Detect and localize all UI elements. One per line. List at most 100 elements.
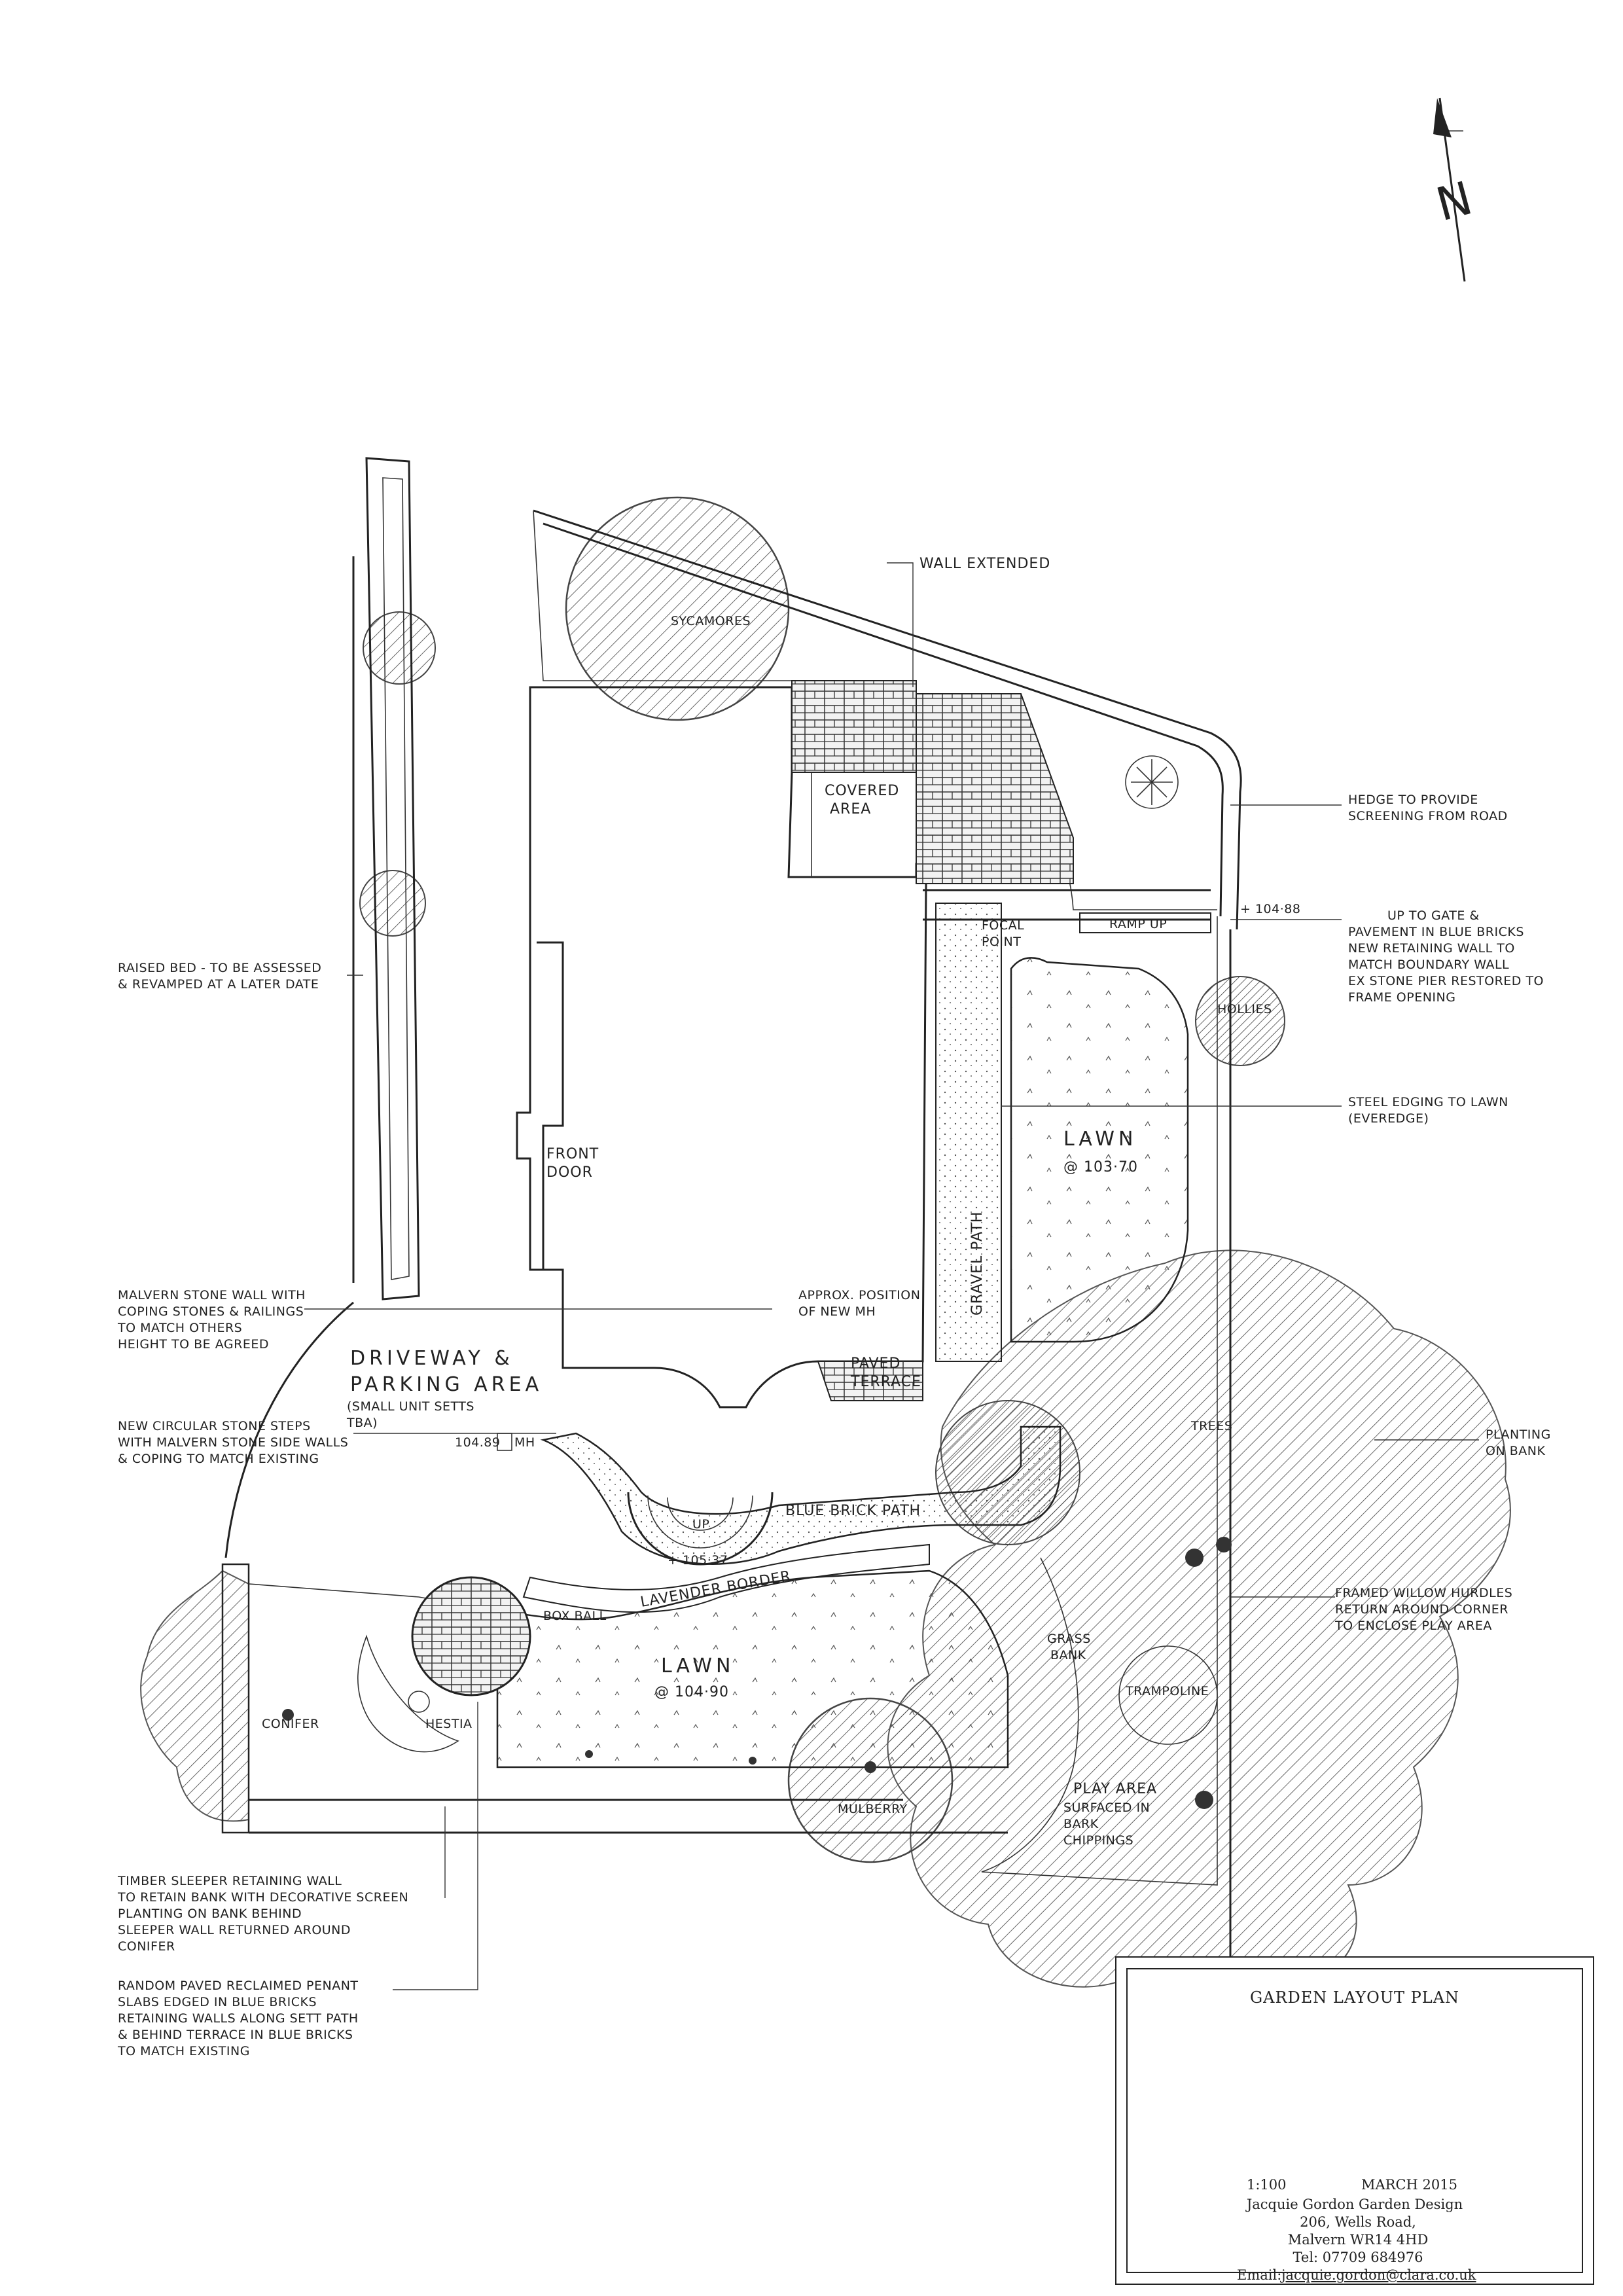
label-lawn-upper-level: @ 103·70 [1063, 1159, 1138, 1175]
note-hedge: HEDGE TO PROVIDE SCREENING FROM ROAD [1230, 793, 1508, 823]
label-up: UP [692, 1517, 709, 1532]
covered-paving [791, 680, 917, 773]
label-grass-bank-1: GRASS [1047, 1632, 1091, 1646]
label-focal-2: POINT [982, 935, 1021, 949]
note-raised-bed: RAISED BED - TO BE ASSESSED & REVAMPED A… [118, 961, 363, 992]
label-sycamores: SYCAMORES [671, 614, 751, 628]
label-mh-2: OF NEW MH [798, 1304, 876, 1319]
tree-canopy-raised-bed-upper [363, 611, 436, 685]
label-play-area-1: PLAY AREA [1073, 1781, 1157, 1797]
note-planting-line-1: PLANTING [1486, 1427, 1551, 1442]
note-steps-line-1: NEW CIRCULAR STONE STEPS [118, 1419, 311, 1433]
note-hurdles-line-1: FRAMED WILLOW HURDLES [1335, 1586, 1512, 1600]
blue-brick-path [540, 1426, 1061, 1565]
label-box-ball: BOX BALL [543, 1609, 607, 1623]
note-gate-line-6: FRAME OPENING [1348, 990, 1455, 1005]
label-covered-2: AREA [830, 801, 871, 817]
label-driveway-4: TBA) [346, 1416, 378, 1430]
label-hestia: HESTIA [425, 1717, 473, 1731]
note-malvern-line-3: TO MATCH OTHERS [117, 1321, 242, 1335]
note-sleeper-line-3: PLANTING ON BANK BEHIND [118, 1907, 302, 1921]
note-pennant-line-4: & BEHIND TERRACE IN BLUE BRICKS [118, 2028, 353, 2042]
label-trees: TREES [1190, 1419, 1232, 1433]
note-gate-line-2: PAVEMENT IN BLUE BRICKS [1348, 925, 1524, 939]
label-lawn-lower: LAWN [661, 1655, 734, 1677]
note-planting-bank: PLANTING ON BANK [1374, 1427, 1551, 1458]
label-gravel-path: GRAVEL PATH [969, 1211, 986, 1316]
note-malvern-line-2: COPING STONES & RAILINGS [118, 1304, 304, 1319]
note-hedge-line-2: SCREENING FROM ROAD [1348, 809, 1508, 823]
note-hedge-line-1: HEDGE TO PROVIDE [1348, 793, 1478, 807]
note-sleeper-wall: TIMBER SLEEPER RETAINING WALL TO RETAIN … [117, 1806, 446, 1954]
hestia-icon [408, 1691, 430, 1713]
note-sleeper-line-5: CONIFER [118, 1939, 175, 1954]
note-raised-bed-line-2: & REVAMPED AT A LATER DATE [118, 977, 319, 992]
note-steel-line-1: STEEL EDGING TO LAWN [1348, 1095, 1508, 1109]
upper-lawn [1010, 957, 1189, 1343]
label-trampoline: TRAMPOLINE [1125, 1684, 1209, 1698]
title-block-address-2: Malvern WR14 4HD [1288, 2232, 1429, 2248]
label-driveway-1: DRIVEWAY & [350, 1347, 514, 1370]
note-hurdles: FRAMED WILLOW HURDLES RETURN AROUND CORN… [1230, 1586, 1512, 1633]
label-lawn-lower-level: @ 104·90 [654, 1684, 729, 1700]
circular-steps [627, 1492, 774, 1566]
north-arrow-icon: N [1431, 98, 1478, 282]
note-sleeper-line-1: TIMBER SLEEPER RETAINING WALL [117, 1874, 342, 1888]
note-malvern-wall: MALVERN STONE WALL WITH COPING STONES & … [117, 1288, 772, 1352]
title-block-email-label: Email: [1237, 2267, 1281, 2283]
note-pennant-line-5: TO MATCH EXISTING [117, 2044, 250, 2058]
label-covered-1: COVERED [825, 783, 899, 799]
label-terrace-1: PAVED [851, 1355, 901, 1372]
note-planting-line-2: ON BANK [1486, 1444, 1545, 1458]
label-terrace-2: TERRACE [850, 1374, 921, 1390]
label-driveway-3: (SMALL UNIT SETTS [347, 1399, 474, 1414]
label-mh: MH [514, 1435, 535, 1450]
title-block-tel: Tel: 07709 684976 [1293, 2250, 1423, 2265]
label-focal-1: FOCAL [982, 918, 1024, 933]
title-block-scale: 1:100 [1247, 2177, 1287, 2193]
covered-paving-east [916, 693, 1074, 884]
label-mulberry: MULBERRY [838, 1802, 908, 1816]
note-pennant: RANDOM PAVED RECLAIMED PENANT SLABS EDGE… [117, 1702, 478, 2058]
plant-symbols [282, 1537, 1232, 1809]
note-sleeper-line-4: SLEEPER WALL RETURNED AROUND [118, 1923, 351, 1937]
label-front-door-2: DOOR [546, 1164, 593, 1181]
title-block-address-1: 206, Wells Road, [1300, 2214, 1416, 2230]
label-mh-1: APPROX. POSITION [798, 1288, 920, 1302]
tree-canopy-west [140, 1570, 249, 1822]
note-wall-extended-text: WALL EXTENDED [919, 556, 1050, 572]
label-driveway-2: PARKING AREA [350, 1373, 543, 1396]
ramp [1079, 912, 1211, 933]
note-gate-line-1: UP TO GATE & [1387, 908, 1480, 923]
specimen-tree-icon [1125, 755, 1179, 809]
label-lawn-upper: LAWN [1063, 1128, 1137, 1151]
label-front-door-1: FRONT [546, 1146, 599, 1162]
lower-lawn [496, 1570, 1009, 1768]
label-play-area-3: BARK [1063, 1817, 1099, 1831]
note-malvern-line-1: MALVERN STONE WALL WITH [118, 1288, 306, 1302]
label-play-area-4: CHIPPINGS [1063, 1833, 1133, 1848]
title-block-email[interactable]: jacquie.gordon@clara.co.uk [1279, 2267, 1476, 2283]
label-ramp-up: RAMP UP [1109, 917, 1167, 931]
label-play-area-2: SURFACED IN [1063, 1801, 1150, 1815]
title-block: GARDEN LAYOUT PLAN 1:100 MARCH 2015 Jacq… [1115, 1956, 1594, 2285]
note-hurdles-line-3: TO ENCLOSE PLAY AREA [1334, 1619, 1492, 1633]
note-pennant-line-2: SLABS EDGED IN BLUE BRICKS [118, 1995, 317, 2009]
gravel-path [935, 903, 1002, 1362]
level-104-88: + 104·88 [1240, 902, 1300, 916]
note-malvern-line-4: HEIGHT TO BE AGREED [118, 1337, 269, 1352]
note-wall-extended: WALL EXTENDED [887, 556, 1050, 687]
note-pennant-line-3: RETAINING WALLS ALONG SETT PATH [118, 2011, 359, 2026]
note-steps-line-3: & COPING TO MATCH EXISTING [118, 1452, 319, 1466]
note-steps-line-2: WITH MALVERN STONE SIDE WALLS [118, 1435, 348, 1450]
sett-terrace [411, 1576, 531, 1696]
label-blue-brick-path: BLUE BRICK PATH [785, 1503, 921, 1519]
note-hurdles-line-2: RETURN AROUND CORNER [1335, 1602, 1508, 1617]
note-pennant-line-1: RANDOM PAVED RECLAIMED PENANT [118, 1979, 359, 1993]
label-hollies: HOLLIES [1217, 1002, 1272, 1016]
label-grass-bank-2: BANK [1050, 1648, 1086, 1662]
raised-bed [352, 457, 420, 1300]
note-circular-steps: NEW CIRCULAR STONE STEPS WITH MALVERN ST… [118, 1419, 556, 1466]
tree-canopy-sycamores [565, 496, 790, 721]
